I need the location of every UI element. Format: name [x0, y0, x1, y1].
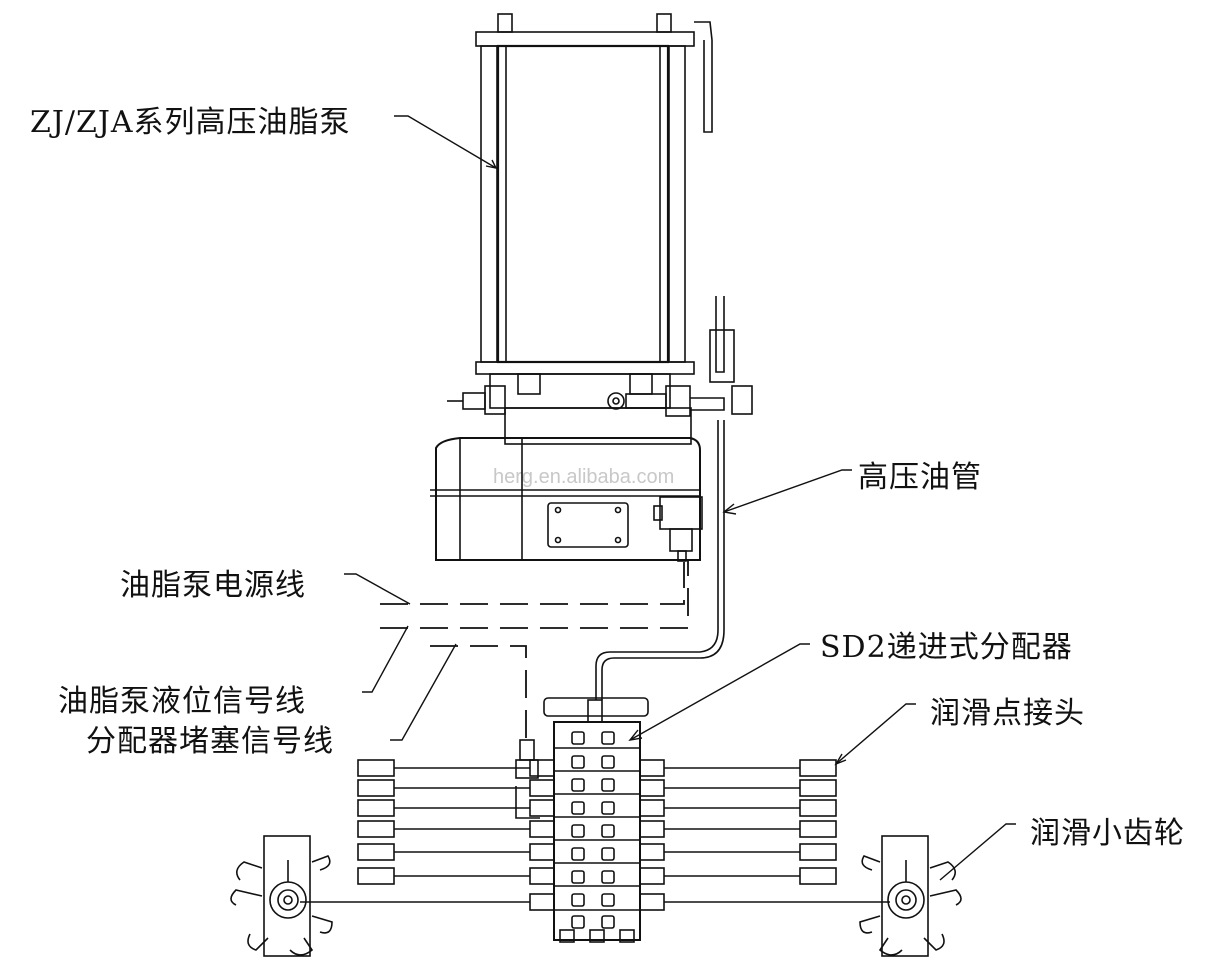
left-outlets	[300, 767, 530, 903]
distributor-plugs	[571, 731, 615, 929]
right-fittings	[639, 759, 837, 911]
pump-body	[430, 373, 753, 562]
right-outlets	[664, 767, 890, 903]
signal-lines	[380, 560, 689, 740]
right-pinion	[859, 835, 962, 957]
label-pump: ZJ/ZJA系列高压油脂泵	[30, 105, 351, 140]
high-pressure-hose	[595, 296, 735, 700]
distributor-sections	[554, 747, 640, 911]
label-level-signal: 油脂泵液位信号线	[58, 684, 306, 719]
watermark: herg.en.alibaba.com	[493, 466, 675, 488]
outlet-lines	[300, 759, 890, 911]
distributor	[515, 697, 649, 943]
label-block-signal: 分配器堵塞信号线	[86, 724, 334, 759]
leader-lines	[344, 115, 1016, 881]
label-distributor: SD2递进式分配器	[820, 630, 1073, 665]
left-pinion	[230, 835, 333, 957]
label-hose: 高压油管	[858, 460, 982, 495]
pump-reservoir	[475, 13, 713, 375]
label-pinion: 润滑小齿轮	[1030, 816, 1185, 851]
label-lube-fitting: 润滑点接头	[930, 696, 1085, 731]
left-fittings	[357, 759, 555, 911]
label-power-line: 油脂泵电源线	[120, 568, 306, 603]
